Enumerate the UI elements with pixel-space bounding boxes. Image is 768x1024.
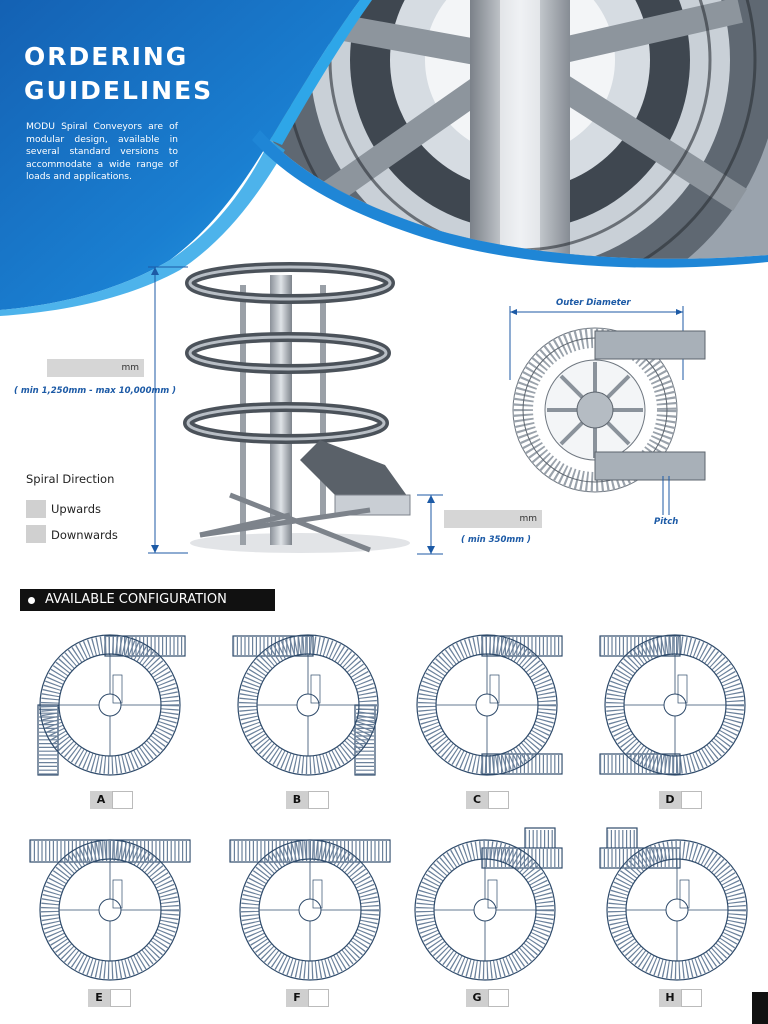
height-unit: mm: [121, 363, 139, 373]
bullet-icon: [28, 597, 35, 604]
spiral-conveyor-illustration: [148, 262, 411, 554]
configuration-c-diagram: [407, 630, 572, 780]
title-line-2: GUIDELINES: [24, 76, 214, 105]
config-b-checkbox[interactable]: [308, 791, 329, 809]
config-e-label: E: [88, 989, 110, 1007]
intro-text: MODU Spiral Conveyors are of modular des…: [26, 121, 178, 182]
infeed-unit: mm: [519, 514, 537, 524]
configuration-b-diagram: [228, 630, 393, 780]
config-g-checkbox[interactable]: [488, 989, 509, 1007]
config-d-checkbox[interactable]: [681, 791, 702, 809]
outer-diameter-label: Outer Diameter: [556, 298, 631, 308]
upwards-checkbox[interactable]: [26, 500, 46, 518]
configuration-g-diagram: [407, 827, 572, 982]
height-input[interactable]: mm: [47, 359, 144, 377]
infeed-height-input[interactable]: mm: [444, 510, 542, 528]
header-banner: [0, 0, 768, 316]
config-h-checkbox[interactable]: [681, 989, 702, 1007]
spiral-photo: [260, 0, 768, 259]
upwards-label: Upwards: [51, 502, 101, 516]
page-corner-tab: [752, 992, 768, 1024]
config-e-checkbox[interactable]: [110, 989, 131, 1007]
configuration-h-diagram: [595, 827, 760, 982]
infeed-min-note: ( min 350mm ): [461, 535, 531, 545]
config-b-label: B: [286, 791, 308, 809]
page-title: ORDERING GUIDELINES: [24, 40, 213, 108]
config-f-checkbox[interactable]: [308, 989, 329, 1007]
title-line-1: ORDERING: [24, 42, 189, 71]
top-view-diagram: [509, 306, 706, 515]
config-c-label: C: [466, 791, 488, 809]
configuration-e-diagram: [29, 832, 191, 982]
config-a-checkbox[interactable]: [112, 791, 133, 809]
section-title: AVAILABLE CONFIGURATION: [45, 592, 227, 607]
config-d-label: D: [659, 791, 681, 809]
configuration-f-diagram: [229, 832, 391, 982]
pitch-label: Pitch: [654, 517, 679, 527]
config-a-label: A: [90, 791, 112, 809]
config-g-label: G: [466, 989, 488, 1007]
config-h-label: H: [659, 989, 681, 1007]
downwards-checkbox[interactable]: [26, 525, 46, 543]
available-configuration-header: AVAILABLE CONFIGURATION: [20, 589, 275, 611]
configuration-a-diagram: [30, 630, 195, 780]
config-c-checkbox[interactable]: [488, 791, 509, 809]
downwards-label: Downwards: [51, 528, 118, 542]
configuration-d-diagram: [595, 630, 760, 780]
config-f-label: F: [286, 989, 308, 1007]
infeed-height-dimension: [417, 494, 443, 555]
height-range-note: ( min 1,250mm - max 10,000mm ): [14, 386, 177, 396]
spiral-direction-title: Spiral Direction: [26, 472, 115, 486]
